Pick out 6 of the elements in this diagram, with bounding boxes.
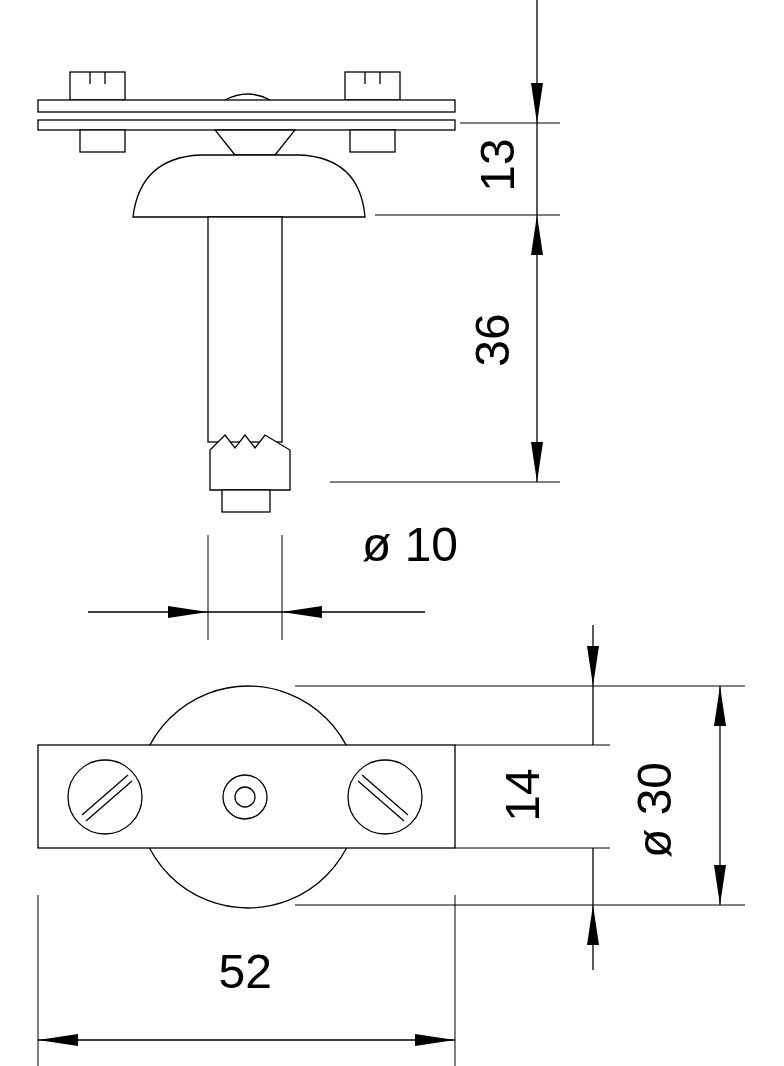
dimension-label: ø 30 [631,762,679,858]
dimension-label: 14 [498,768,547,822]
dimension-label: 13 [473,138,522,192]
dimension-label: ø 10 [362,521,459,569]
dimension-label: 52 [218,948,272,996]
dimension-label: 36 [468,313,517,367]
